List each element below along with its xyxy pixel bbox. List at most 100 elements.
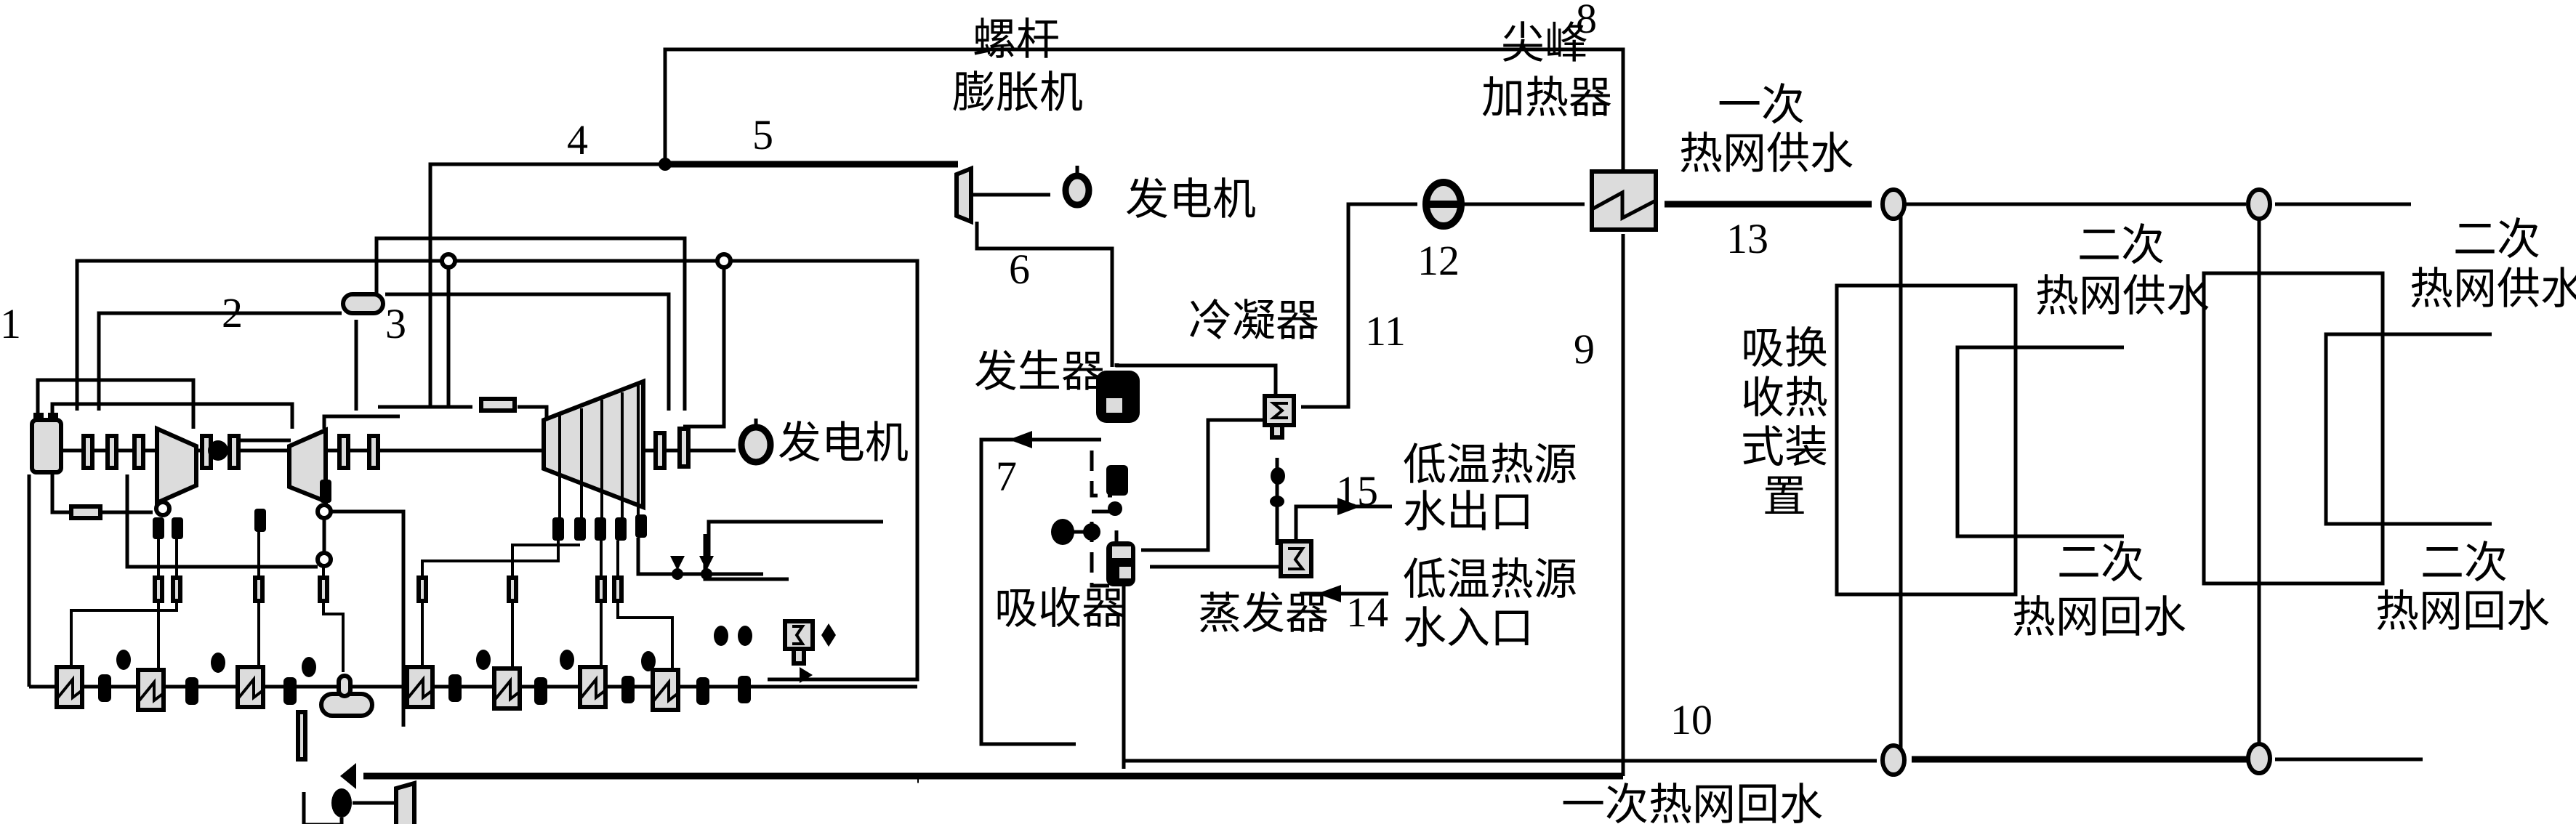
- node-label-8: 8: [1576, 0, 1597, 42]
- label-secondary-return-2-line2: 热网回水: [2375, 588, 2550, 636]
- hotwell-icon: [792, 647, 806, 666]
- pipe: [636, 538, 763, 576]
- pipe: [1141, 418, 1278, 552]
- drain-pumps: [98, 626, 752, 705]
- deaerator-icon: [337, 674, 353, 698]
- hp-condenser-icon: [1269, 402, 1288, 419]
- label-absorber: 吸收器: [994, 585, 1125, 633]
- label-absorption-exchanger-line1: 吸换: [1741, 325, 1828, 373]
- screw-expander-icon: [954, 165, 973, 225]
- secondary-loop-2: [2324, 332, 2492, 526]
- pipe: [331, 509, 406, 727]
- node-label-6: 6: [1009, 246, 1030, 293]
- pipe: [97, 311, 342, 411]
- valve-icon: [479, 397, 517, 413]
- extraction-valves: [153, 480, 647, 541]
- primary-return-main: [1122, 563, 1877, 763]
- node-label-11: 11: [1365, 307, 1406, 355]
- label-absorption-exchanger-line4: 置: [1763, 473, 1806, 521]
- pipe: [683, 269, 726, 429]
- label-secondary-supply-2-line1: 二次: [2453, 216, 2540, 264]
- feedwater-heaters: [55, 665, 680, 712]
- pipe-6: [975, 222, 1114, 367]
- absorber-icon: [1119, 567, 1131, 578]
- lp-extractions: [558, 385, 640, 534]
- pipe: [707, 520, 883, 556]
- absorption-exchanger-1-frame: [1835, 283, 2018, 597]
- hp-condenser-icon: [1263, 394, 1296, 427]
- arrow-left-icon: [1317, 585, 1341, 602]
- label-screw-expander-line2: 膨胀机: [952, 69, 1083, 117]
- pipe-7: [979, 437, 1076, 746]
- valve-icon: [69, 504, 102, 520]
- absorption-exchanger-2-frame: [2202, 271, 2385, 586]
- equipment: [30, 165, 2272, 824]
- label-expander-generator: 发电机: [1125, 176, 1256, 224]
- junction-node: [154, 500, 172, 517]
- pipe: [302, 792, 344, 824]
- label-low-temp-out-line1: 低温热源: [1403, 441, 1577, 489]
- label-absorption-exchanger-line2: 收热: [1741, 374, 1828, 422]
- node-label-1: 1: [0, 300, 21, 347]
- label-screw-expander-line1: 螺杆: [973, 16, 1060, 64]
- peak-heater-icon: [1590, 189, 1657, 222]
- node-label-10: 10: [1670, 696, 1712, 743]
- label-secondary-return-2-line1: 二次: [2420, 539, 2508, 587]
- label-primary-return: 一次热网回水: [1561, 781, 1823, 824]
- arrow-right-icon: [1337, 498, 1361, 515]
- node-label-2: 2: [222, 289, 243, 336]
- boiler-icon: [48, 413, 58, 421]
- valve-icon: [699, 556, 714, 570]
- node-label-12: 12: [1417, 237, 1460, 284]
- diamond-icon: [821, 623, 836, 647]
- pipe-3: [322, 414, 400, 429]
- pipe: [125, 474, 318, 569]
- node-label-4: 4: [567, 116, 588, 163]
- node-label-15: 15: [1336, 467, 1378, 514]
- absorber-icon: [1112, 546, 1131, 558]
- solution-pump-motor-icon: [1051, 519, 1074, 545]
- pipe: [50, 474, 71, 514]
- hp-condenser-icon: [1270, 423, 1284, 440]
- solution-pump-icon: [1108, 501, 1122, 516]
- label-absorption-exchanger-line3: 式装: [1741, 424, 1828, 472]
- secondary-loop-1: [1955, 345, 2124, 538]
- pipe: [374, 236, 687, 411]
- node-label-14: 14: [1346, 589, 1388, 636]
- junction-node: [2246, 742, 2272, 775]
- condensate-pump-icon: [800, 667, 813, 683]
- junction-node: [2246, 187, 2272, 221]
- lp-turbine-icon: [542, 378, 645, 511]
- bearings: [81, 427, 691, 470]
- junction-node: [1880, 187, 1907, 221]
- node-label-7: 7: [996, 453, 1017, 500]
- hp-turbine-icon: [155, 425, 198, 506]
- pipe: [385, 292, 671, 411]
- label-low-temp-out-line2: 水出口: [1403, 488, 1534, 536]
- label-condenser: 冷凝器: [1188, 297, 1319, 345]
- valve-icon: [670, 556, 685, 570]
- arrow-left-icon: [1009, 431, 1032, 448]
- pipe-4: [428, 162, 665, 407]
- evaporator-icon: [1288, 547, 1306, 570]
- boiler-icon: [33, 413, 44, 421]
- label-low-temp-in-line1: 低温热源: [1403, 556, 1577, 604]
- label-secondary-supply-1-line1: 二次: [2077, 222, 2165, 270]
- expander-generator-icon: [1062, 172, 1092, 209]
- pipe-8: [663, 47, 1625, 200]
- feed-pump-turbine-icon: [394, 780, 416, 824]
- label-low-temp-in-line2: 水入口: [1403, 605, 1534, 653]
- separator-icon: [341, 292, 385, 315]
- pipe-vapour: [1115, 363, 1278, 396]
- pipe-11: [1301, 202, 1417, 409]
- junction-node: [715, 252, 733, 270]
- orifice-icon: [296, 710, 307, 762]
- expansion-valve-icon: [1270, 496, 1284, 507]
- label-secondary-supply-1-line2: 热网供水: [2035, 272, 2210, 320]
- extraction-manifold: [75, 259, 919, 682]
- pipe-network: [27, 47, 2492, 783]
- solution-pump-icon: [1083, 523, 1100, 541]
- label-peak-heater-line2: 加热器: [1481, 74, 1612, 122]
- boiler-icon: [30, 418, 63, 474]
